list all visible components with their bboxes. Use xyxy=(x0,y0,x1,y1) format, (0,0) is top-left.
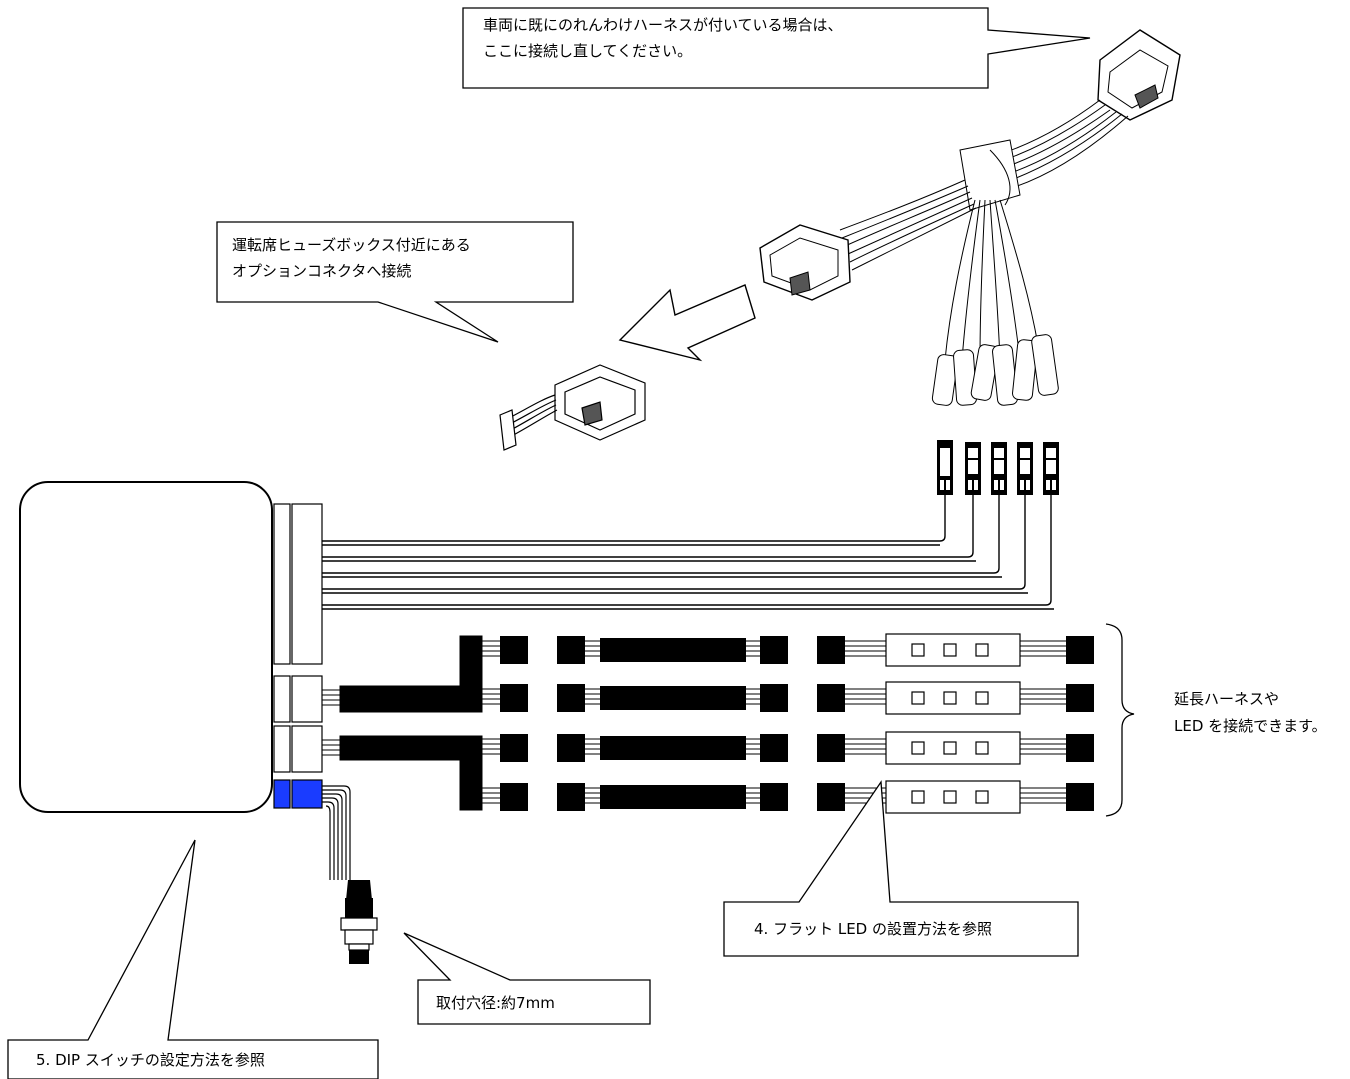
callout-mount-hole xyxy=(403,932,651,1025)
callout-flat-led-text: 4. フラット LED の設置方法を参照 xyxy=(754,920,993,938)
port-blue-1 xyxy=(273,779,291,809)
hollow-arrow-icon xyxy=(618,284,756,362)
callout-existing-harness-text: 車両に既にのれんわけハーネスが付いている場合は、 ここに接続し直してください。 xyxy=(483,12,843,64)
pin-terminal xyxy=(991,442,1007,495)
callout-option-connector xyxy=(216,221,574,343)
side-label-line2: LED を接続できます。 xyxy=(1174,717,1327,735)
callout-existing-harness xyxy=(462,7,1091,89)
led-row xyxy=(482,633,1094,667)
flat-led-icon xyxy=(885,681,1021,715)
callout-option-connector-line1: 運転席ヒューズボックス付近にある xyxy=(232,236,471,254)
side-label-line1: 延長ハーネスや xyxy=(1174,690,1280,708)
pin-terminal xyxy=(1017,442,1033,495)
callout-option-connector-line2: オプションコネクタへ接続 xyxy=(232,262,412,280)
callout-existing-harness-line2: ここに接続し直してください。 xyxy=(483,42,693,60)
callout-option-connector-text: 運転席ヒューズボックス付近にある オプションコネクタへ接続 xyxy=(232,232,471,284)
flat-led-icon xyxy=(885,633,1021,667)
flat-led-icon xyxy=(885,731,1021,765)
callout-existing-harness-line1: 車両に既にのれんわけハーネスが付いている場合は、 xyxy=(483,16,843,34)
flat-led-icon xyxy=(885,780,1021,814)
pin-terminal xyxy=(937,440,953,495)
splitter-harness xyxy=(322,635,483,811)
pin-terminal xyxy=(965,442,981,495)
led-rows xyxy=(482,633,1094,814)
led-row xyxy=(482,780,1094,814)
pin-terminal xyxy=(1043,442,1059,495)
terminal-wires xyxy=(322,495,1054,610)
pin-terminals xyxy=(937,440,1059,495)
connector-plug-icon xyxy=(499,364,646,451)
unit-ports xyxy=(273,503,323,809)
push-switch-icon xyxy=(340,880,378,964)
callout-mount-hole-text: 取付穴径:約7mm xyxy=(436,994,555,1012)
control-unit xyxy=(19,481,273,813)
side-label: 延長ハーネスや LED を接続できます。 xyxy=(1174,686,1327,740)
curly-brace xyxy=(1105,623,1135,817)
led-row xyxy=(482,681,1094,715)
led-row xyxy=(482,731,1094,765)
port-blue-2 xyxy=(291,779,323,809)
switch-wire xyxy=(322,785,351,880)
callout-flat-led xyxy=(723,780,1079,957)
branch-harness-icon xyxy=(759,29,1181,406)
callout-dip-switch-text: 5. DIP スイッチの設定方法を参照 xyxy=(36,1051,265,1069)
callout-dip-switch xyxy=(7,839,379,1079)
